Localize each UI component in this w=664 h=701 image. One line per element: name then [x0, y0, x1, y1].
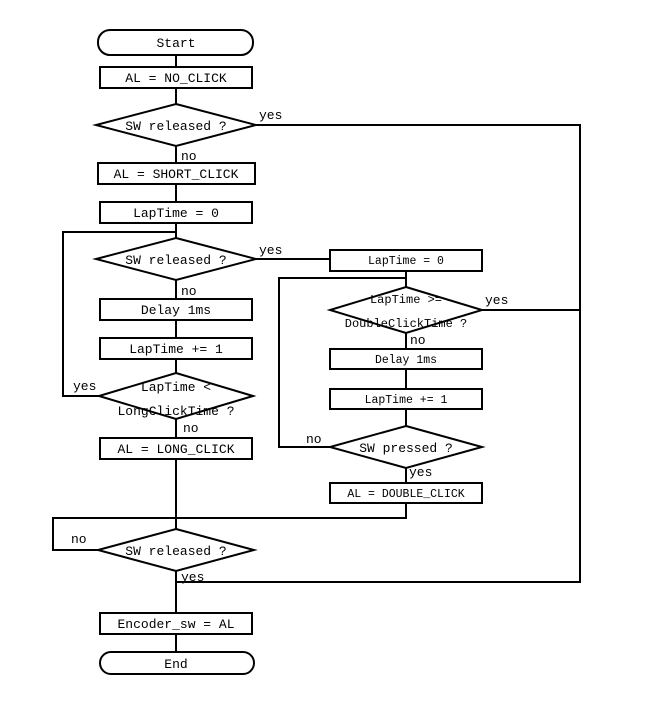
node-al-no-click-label: AL = NO_CLICK — [125, 71, 227, 86]
node-sw-released-2-diamond — [92, 236, 260, 282]
node-sw-released-2-label: SW released ? — [125, 253, 226, 268]
node-laptime-inc-left-label: LapTime += 1 — [129, 342, 223, 357]
node-sw-released-3-label: SW released ? — [125, 544, 226, 559]
label-sw-released-1-no: no — [181, 149, 197, 164]
node-al-long-click — [99, 437, 253, 460]
node-start-label: Start — [156, 36, 195, 51]
node-al-short-click-label: AL = SHORT_CLICK — [114, 167, 239, 182]
node-sw-released-3-diamond — [94, 527, 258, 573]
label-sw-released-1-yes: yes — [259, 108, 282, 123]
edge-al-double-click-return — [176, 503, 407, 519]
node-start-terminator — [97, 29, 254, 56]
edge-long-click-check-yes-loop — [62, 231, 176, 397]
node-al-no-click — [99, 66, 253, 89]
node-delay-right — [329, 348, 483, 370]
node-sw-pressed-diamond — [326, 424, 486, 470]
node-al-short-click — [97, 162, 256, 185]
edge-sw-released-3-no-loop — [52, 517, 176, 551]
node-double-click-check-line2: DoubleClickTime ? — [345, 317, 467, 331]
node-laptime-inc-right-label: LapTime += 1 — [365, 394, 448, 407]
node-delay-right-label: Delay 1ms — [375, 354, 437, 367]
node-al-long-click-label: AL = LONG_CLICK — [117, 442, 234, 457]
node-delay-left-label: Delay 1ms — [141, 303, 211, 318]
node-delay-left — [99, 298, 253, 321]
label-double-click-check-yes: yes — [485, 293, 508, 308]
node-end-terminator — [99, 651, 255, 675]
node-sw-pressed-label: SW pressed ? — [359, 441, 453, 456]
node-al-double-click-label: AL = DOUBLE_CLICK — [347, 488, 464, 501]
label-sw-released-3-no: no — [71, 532, 87, 547]
node-long-click-check-diamond — [95, 371, 257, 421]
node-laptime-zero-left — [99, 201, 253, 224]
node-laptime-inc-left — [99, 337, 253, 360]
node-encoder-assign — [99, 612, 253, 635]
edge-sw-released-1-yes-merge — [176, 124, 581, 583]
label-sw-pressed-yes: yes — [409, 465, 432, 480]
node-laptime-zero-right-label: LapTime = 0 — [368, 255, 444, 268]
label-sw-pressed-no: no — [306, 432, 322, 447]
node-long-click-check-line1: LapTime < — [141, 380, 211, 395]
label-sw-released-2-no: no — [181, 284, 197, 299]
node-laptime-zero-left-label: LapTime = 0 — [133, 206, 219, 221]
node-laptime-inc-right — [329, 388, 483, 410]
node-long-click-check-line2: LongClickTime ? — [117, 404, 234, 419]
edge-sw-pressed-no-loop — [278, 277, 406, 448]
label-sw-released-2-yes: yes — [259, 243, 282, 258]
node-encoder-assign-label: Encoder_sw = AL — [117, 617, 234, 632]
label-long-click-check-no: no — [183, 421, 199, 436]
node-al-double-click — [329, 482, 483, 504]
node-sw-released-1-label: SW released ? — [125, 119, 226, 134]
node-double-click-check-line1: LapTime >= — [370, 293, 442, 307]
node-double-click-check-diamond — [326, 285, 486, 335]
label-sw-released-3-yes: yes — [181, 570, 204, 585]
label-long-click-check-yes: yes — [73, 379, 96, 394]
node-sw-released-1-diamond — [92, 102, 260, 148]
label-double-click-check-no: no — [410, 333, 426, 348]
node-end-label: End — [164, 657, 187, 672]
node-laptime-zero-right — [329, 249, 483, 272]
